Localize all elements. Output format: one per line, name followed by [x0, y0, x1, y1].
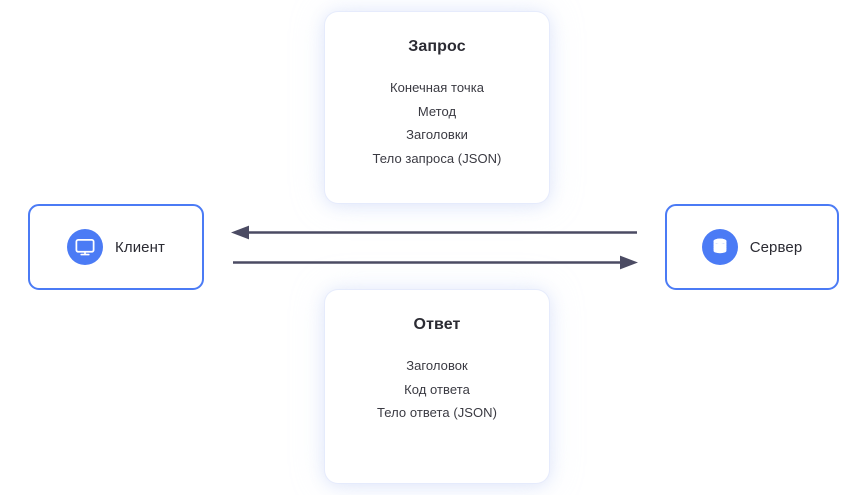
response-card-lines: Заголовок Код ответа Тело ответа (JSON): [325, 354, 549, 425]
request-line-headers: Заголовки: [406, 127, 468, 142]
response-line-body: Тело ответа (JSON): [377, 405, 497, 420]
request-line-method: Метод: [417, 103, 457, 119]
database-icon: [701, 229, 738, 265]
server-node[interactable]: Сервер: [665, 204, 839, 290]
client-node[interactable]: Клиент: [28, 204, 204, 290]
request-card-lines: Конечная точка Метод Заголовки Тело запр…: [325, 76, 549, 170]
server-node-label: Сервер: [749, 238, 803, 256]
request-line-endpoint: Конечная точка: [389, 80, 485, 95]
response-card: Ответ Заголовок Код ответа Тело ответа (…: [325, 290, 549, 483]
request-card: Запрос Конечная точка Метод Заголовки Те…: [325, 12, 549, 203]
response-card-title: Ответ: [413, 316, 461, 333]
response-arrow: [231, 225, 637, 240]
monitor-icon: [67, 229, 104, 265]
request-arrow: [233, 255, 638, 270]
client-node-label: Клиент: [115, 238, 165, 256]
request-card-title: Запрос: [408, 38, 466, 55]
response-line-header: Заголовок: [406, 358, 468, 373]
response-line-code: Код ответа: [404, 381, 470, 397]
request-line-body: Тело запроса (JSON): [372, 150, 502, 166]
